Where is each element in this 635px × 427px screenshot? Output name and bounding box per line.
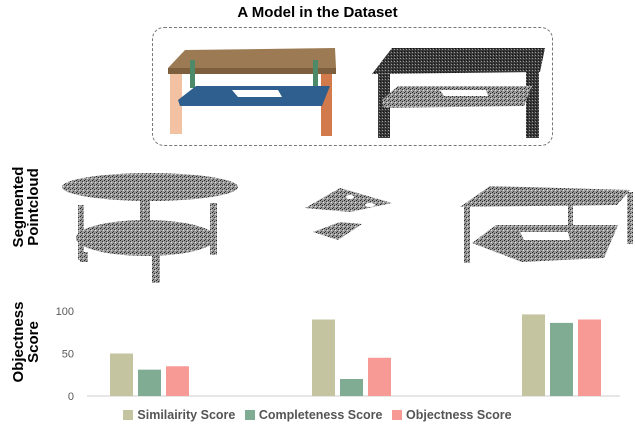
bar-objectness-1 (166, 366, 189, 396)
bar-marks (110, 314, 601, 396)
legend-swatch-similarity (123, 410, 134, 420)
bar-similarity-1 (110, 353, 133, 396)
partial-shelf-pointcloud-icon (305, 188, 392, 240)
chart-legend: Similairity Score Completeness Score Obj… (0, 408, 635, 422)
legend-item-similarity: Similairity Score (123, 408, 235, 422)
bar-completeness-1 (138, 369, 161, 396)
y-tick-label: 50 (62, 349, 74, 361)
rect-table-pointcloud-icon (460, 186, 633, 263)
bar-objectness-3 (578, 319, 601, 396)
legend-item-completeness: Completeness Score (244, 408, 383, 422)
bar-objectness-2 (368, 357, 391, 396)
legend-label-similarity: Similairity Score (137, 408, 236, 422)
bar-completeness-3 (550, 322, 573, 396)
chart-title: A Model in the Dataset (237, 4, 398, 21)
legend-swatch-completeness (244, 410, 255, 420)
bar-completeness-2 (340, 379, 363, 396)
y-tick-label: 100 (56, 306, 74, 318)
bar-similarity-3 (522, 314, 545, 396)
pointcloud-table-model-icon (372, 48, 545, 138)
legend-label-objectness: Objectness Score (406, 408, 512, 422)
objectness-bar-chart: 0 50 100 (56, 306, 620, 403)
segmented-table-model-icon (168, 48, 336, 136)
legend-label-completeness: Completeness Score (258, 408, 383, 422)
legend-swatch-objectness (392, 410, 402, 420)
round-table-pointcloud-icon (62, 173, 238, 283)
y-axis-ticks: 0 50 100 (56, 306, 74, 403)
y-tick-label: 0 (68, 391, 74, 403)
dataset-model-frame (152, 27, 553, 146)
bar-similarity-2 (312, 319, 335, 396)
legend-item-objectness: Objectness Score (392, 408, 512, 422)
